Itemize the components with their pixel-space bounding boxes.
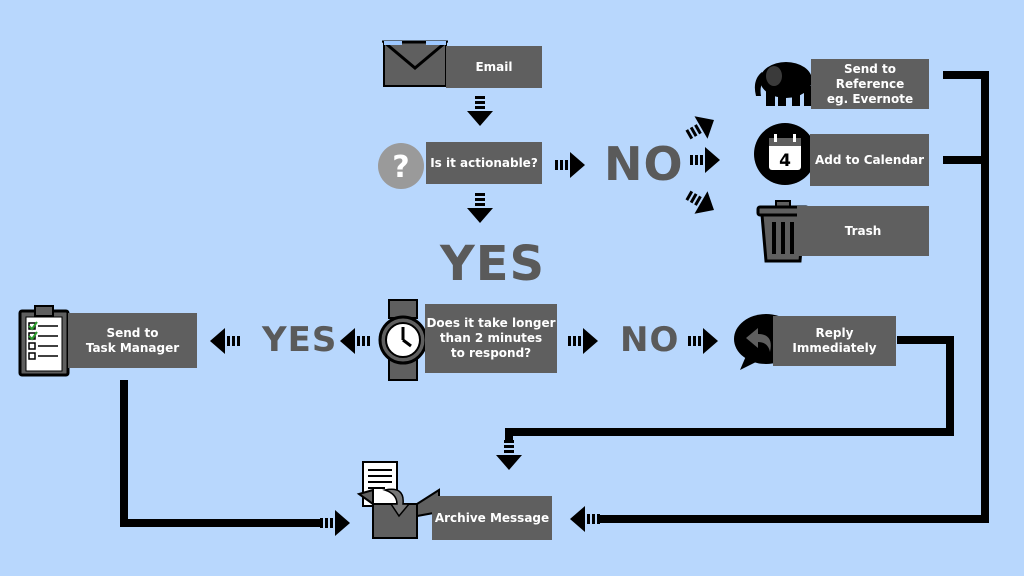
- clipboard-icon: [18, 303, 72, 383]
- arrow-no-to-calendar: [690, 147, 720, 173]
- task-manager-box: Send to Task Manager: [68, 313, 197, 368]
- yes-label-middle: YES: [440, 236, 546, 292]
- line-reply-to-archive: [505, 336, 954, 440]
- svg-text:?: ?: [392, 150, 409, 185]
- arrow-task-to-archive: [320, 510, 350, 536]
- arrow-yes-to-task-manager: [210, 328, 240, 354]
- archive-box: Archive Message: [432, 496, 552, 540]
- no-label-top: NO: [604, 137, 684, 191]
- actionable-box: Is it actionable?: [426, 142, 542, 184]
- calendar-icon: 4: [753, 122, 817, 190]
- calendar-day-number: 4: [779, 151, 791, 171]
- question-icon: ?: [376, 141, 426, 195]
- arrow-longer-to-yes: [340, 328, 370, 354]
- trash-box: Trash: [797, 206, 929, 256]
- arrow-no-to-trash: [681, 183, 721, 222]
- arrow-actionable-to-yes: [467, 193, 493, 223]
- arrow-no-to-reference: [681, 108, 721, 147]
- no-label-right: NO: [620, 320, 680, 360]
- line-reference-to-archive: [600, 71, 989, 523]
- arrow-longer-to-no: [568, 328, 598, 354]
- trash-can-icon: [755, 199, 811, 269]
- arrow-no-to-reply: [688, 328, 718, 354]
- arrow-email-to-actionable: [467, 96, 493, 126]
- longer-box: Does it take longer than 2 minutes to re…: [425, 304, 557, 373]
- envelope-icon: [379, 38, 451, 92]
- reference-box: Send to Reference eg. Evernote: [811, 59, 929, 109]
- arrow-reply-to-archive: [496, 440, 522, 470]
- email-box: Email: [446, 46, 542, 88]
- arrow-right-to-archive: [570, 506, 600, 532]
- watch-icon: [377, 298, 429, 386]
- reply-box: Reply Immediately: [773, 316, 896, 366]
- line-task-to-archive: [120, 380, 320, 527]
- yes-label-left: YES: [262, 320, 338, 360]
- calendar-box: Add to Calendar: [810, 134, 929, 186]
- elephant-icon: [752, 56, 818, 114]
- arrow-actionable-to-no: [555, 152, 585, 178]
